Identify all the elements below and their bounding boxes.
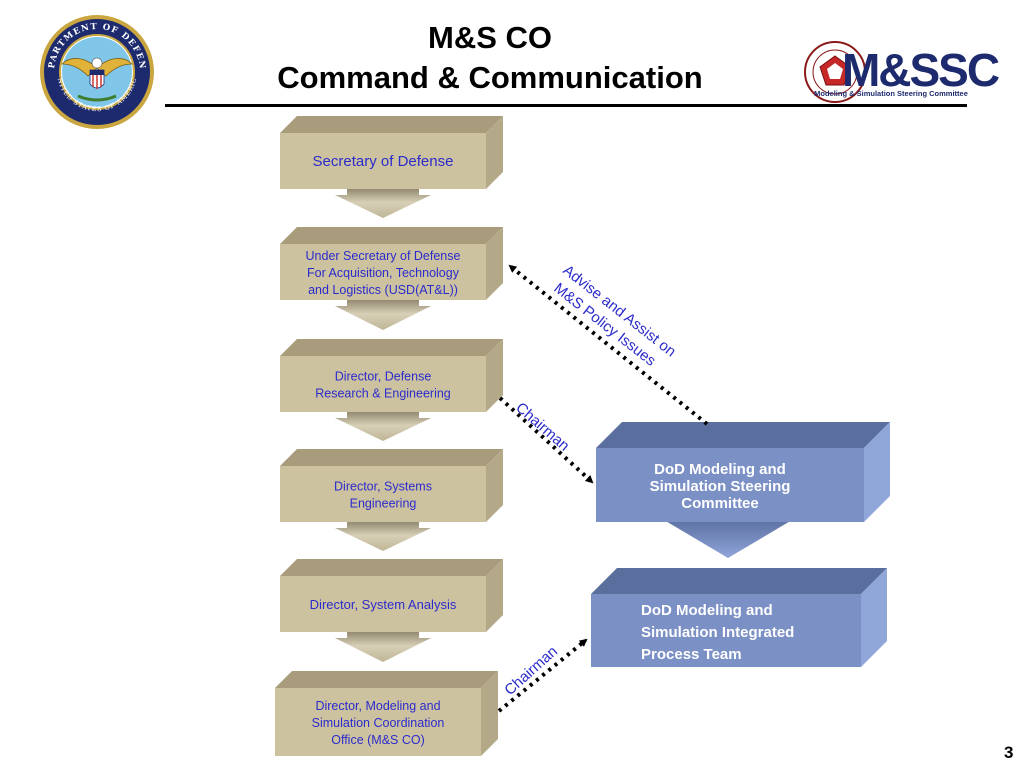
director-system-analysis-arrow xyxy=(335,630,431,662)
slide-title-line1: M&S CO xyxy=(428,20,552,55)
chairman-lower-connector xyxy=(497,638,588,713)
steering-committee-line: Simulation Steering xyxy=(650,478,791,495)
usd-atl-line: For Acquisition, Technology xyxy=(307,266,460,280)
usd-atl-line: Under Secretary of Defense xyxy=(306,249,461,263)
director-system-analysis-line: Director, System Analysis xyxy=(310,597,457,612)
integrated-process-team-line: Process Team xyxy=(641,646,742,663)
chairman-upper-label: Chairman xyxy=(512,399,572,454)
ddre-line: Director, Defense xyxy=(335,370,432,384)
ms-co-line: Simulation Coordination xyxy=(312,716,445,730)
title-rule xyxy=(165,104,967,107)
integrated-process-team-line: DoD Modeling and xyxy=(641,602,773,619)
secretary-of-defense-line: Secretary of Defense xyxy=(313,153,454,170)
dod-seal-logo: DEPARTMENT OF DEFENSE UNITED STATES OF A… xyxy=(0,0,154,129)
ddre-arrow xyxy=(335,410,431,441)
steering-committee-arrow xyxy=(664,518,792,558)
page-number: 3 xyxy=(1004,743,1014,762)
ddre-line: Research & Engineering xyxy=(315,387,451,401)
mssc-caption: Modeling & Simulation Steering Committee xyxy=(814,89,968,98)
ms-co-line: Office (M&S CO) xyxy=(331,733,425,747)
connectors xyxy=(497,264,709,713)
director-system-analysis-box: Director, System Analysis xyxy=(280,559,503,632)
director-systems-engineering-line: Engineering xyxy=(350,497,417,511)
steering-committee-line: DoD Modeling and xyxy=(654,461,786,478)
mssc-wordmark: M&SSC xyxy=(842,44,999,96)
director-systems-engineering-line: Director, Systems xyxy=(334,480,432,494)
advise-connector xyxy=(508,264,709,426)
secretary-of-defense-arrow xyxy=(335,187,431,218)
steering-committee-line: Committee xyxy=(681,495,759,512)
director-systems-engineering-arrow xyxy=(335,520,431,551)
mssc-logo: M&SSC Modeling & Simulation Steering Com… xyxy=(804,41,1001,103)
usd-atl-line: and Logistics (USD(AT&L)) xyxy=(308,283,458,297)
integrated-process-team-line: Simulation Integrated xyxy=(641,624,794,641)
slide-title-line2: Command & Communication xyxy=(277,60,703,95)
ms-co-line: Director, Modeling and xyxy=(315,699,440,713)
usd-atl-arrow xyxy=(335,298,431,330)
chairman-lower-label: Chairman xyxy=(501,643,561,699)
secretary-of-defense-box: Secretary of Defense xyxy=(280,116,503,189)
